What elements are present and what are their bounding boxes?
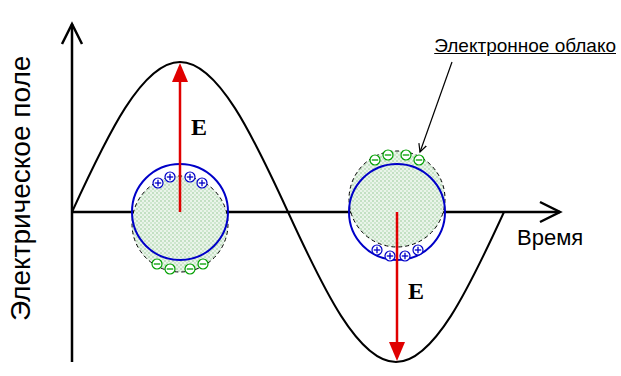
y-axis [71,24,74,362]
axis-label: Время [517,226,583,250]
callout-label: Электронное облако [434,36,616,57]
y-axis-head [62,24,82,44]
field-vector-label: E [408,278,424,304]
atom-2 [349,150,445,361]
field-vector-label: E [191,114,207,140]
axis-label: Электрическое поле [7,55,38,320]
atom-1 [132,63,228,274]
x-axis-head [540,202,560,222]
leader-line [420,62,452,152]
sine-wave [72,62,504,362]
